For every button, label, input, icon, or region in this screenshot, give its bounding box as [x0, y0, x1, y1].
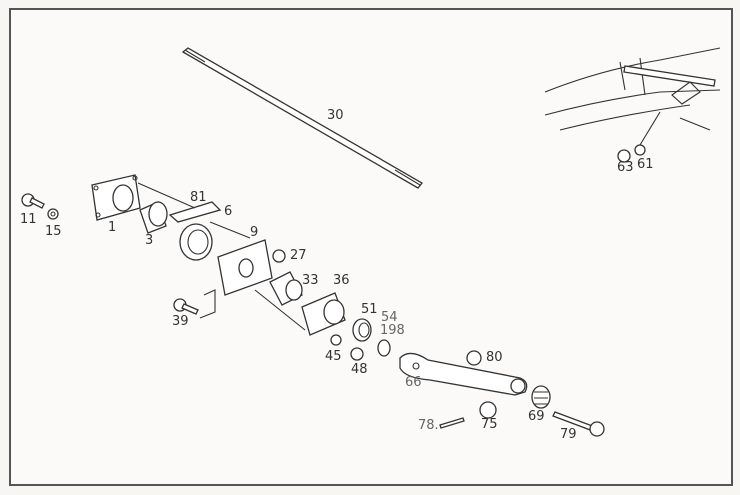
plate-part-9: [217, 239, 273, 296]
nut-part-45: [330, 334, 342, 346]
sleeve-part-33: [269, 271, 303, 306]
axle-shaft-part-30: [181, 47, 423, 189]
housing-part-36: [301, 292, 346, 336]
bolt-part-11: [21, 193, 45, 209]
part-label-63: 63: [617, 160, 634, 175]
part-label-30: 30: [327, 108, 344, 123]
part-label-33: 33: [302, 273, 319, 288]
bracket-part-6: [168, 201, 222, 261]
bolt-part-79: [552, 411, 605, 437]
part-label-45: 45: [325, 349, 342, 364]
part-label-51: 51: [361, 302, 378, 317]
part-label-9: 9: [250, 225, 259, 240]
part-label-79: 79: [560, 427, 577, 442]
flange-part-1: [91, 174, 141, 221]
vehicle-frame-inset: [544, 47, 721, 163]
part-label-6: 6: [224, 204, 233, 219]
part-label-198: 198: [380, 323, 405, 338]
nut-part-80: [466, 350, 482, 366]
part-label-80: 80: [486, 350, 503, 365]
bushing-part-3: [139, 201, 168, 234]
diagram-frame: [9, 8, 733, 486]
part-label-61: 61: [637, 157, 654, 172]
part-label-81: 81: [190, 190, 207, 205]
control-arm-part-66: [399, 352, 528, 396]
part-label-66: 66: [405, 375, 422, 390]
part-label-36: 36: [333, 273, 350, 288]
part-label-48: 48: [351, 362, 368, 377]
ring-part-54-198: [377, 339, 391, 357]
screw-part-39: [173, 298, 199, 315]
part-label-27: 27: [290, 248, 307, 263]
part-label-78: 78.: [418, 418, 439, 433]
bushing-part-69: [531, 385, 551, 409]
nut-part-48: [350, 347, 364, 361]
pin-part-78: [439, 417, 465, 429]
part-label-75: 75: [481, 417, 498, 432]
part-label-39: 39: [172, 314, 189, 329]
washer-part-15: [47, 208, 59, 220]
part-label-54: 54: [381, 310, 398, 325]
part-label-69: 69: [528, 409, 545, 424]
nut-part-27: [272, 249, 286, 263]
bearing-part-51: [352, 318, 372, 342]
part-label-11: 11: [20, 212, 37, 227]
part-label-1: 1: [108, 220, 117, 235]
nut-part-75: [479, 401, 497, 419]
part-label-3: 3: [145, 233, 154, 248]
part-label-15: 15: [45, 224, 62, 239]
